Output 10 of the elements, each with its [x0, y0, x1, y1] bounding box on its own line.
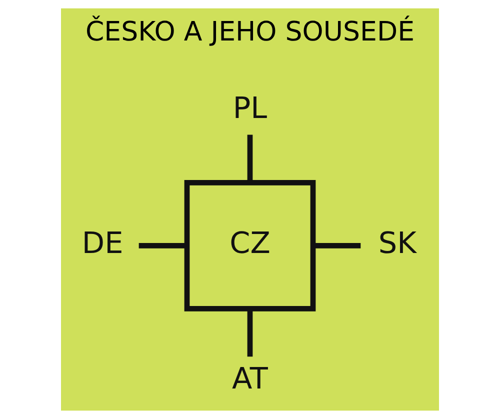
connector: [247, 308, 253, 357]
connector: [138, 243, 187, 248]
node-text: PL: [232, 90, 268, 125]
diagram-title: ČESKO A JEHO SOUSEDÉ: [85, 16, 415, 48]
connector: [313, 243, 361, 248]
node-text: AT: [232, 362, 268, 396]
node-text: DE: [82, 226, 124, 260]
connector: [247, 134, 253, 182]
node-box: CZ: [184, 180, 316, 312]
node-text: SK: [378, 226, 416, 260]
